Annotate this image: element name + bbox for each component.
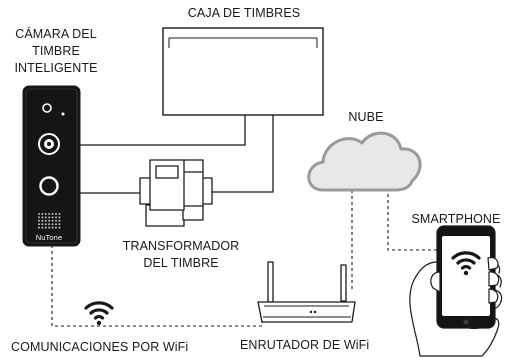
cloud-icon (307, 131, 422, 192)
router-antenna (267, 261, 274, 303)
speaker-hole (51, 223, 54, 226)
speaker-hole (51, 216, 54, 219)
speaker-hole (51, 213, 54, 215)
speaker-hole (55, 216, 57, 219)
wire-camera-to-chime (80, 115, 246, 146)
speaker-hole (55, 226, 57, 229)
speaker-hole (38, 223, 40, 226)
doorbell-button-icon (39, 176, 59, 196)
speaker-hole (41, 213, 44, 215)
speaker-hole (58, 226, 61, 229)
speaker-hole (38, 226, 40, 229)
label-wifi-comms: COMUNICACIONES POR WiFi (11, 340, 188, 354)
camera-lens-icon (38, 133, 60, 155)
speaker-hole (58, 223, 61, 226)
speaker-hole (41, 219, 44, 222)
wifi-router (257, 261, 356, 323)
speaker-hole (48, 219, 51, 222)
speaker-grille-icon (38, 213, 61, 229)
speaker-hole (55, 223, 57, 226)
label-transformer-line2: DEL TIMBRE (143, 256, 218, 270)
speaker-hole (44, 223, 47, 226)
label-router: ENRUTADOR DE WiFi (240, 338, 369, 352)
label-transformer-line1: TRANSFORMADOR (123, 239, 240, 253)
speaker-hole (51, 219, 54, 222)
speaker-hole (38, 213, 40, 215)
router-antenna (340, 264, 347, 302)
speaker-hole (44, 216, 47, 219)
smartphone (436, 225, 496, 329)
speaker-hole (44, 226, 47, 229)
dashed-cloud-to-phone (387, 188, 437, 251)
brand-logo: NuTone (36, 233, 62, 242)
speaker-hole (48, 226, 51, 229)
speaker-hole (44, 219, 47, 222)
speaker-hole (41, 223, 44, 226)
wired-connections (80, 115, 274, 194)
speaker-hole (48, 213, 51, 215)
speaker-hole (38, 219, 40, 222)
speaker-hole (58, 219, 61, 222)
label-camera-line1: CÁMARA DEL (15, 26, 97, 41)
wifi-signal-icon (84, 301, 114, 326)
speaker-hole (38, 216, 40, 219)
doorbell-transformer (139, 159, 213, 227)
sensor-icon (42, 103, 52, 113)
smartphone-in-hand (409, 225, 503, 357)
label-cloud: NUBE (348, 110, 383, 124)
wire-chime-to-transformer (212, 115, 274, 193)
speaker-hole (51, 226, 54, 229)
labels: CÁMARA DEL TIMBRE INTELIGENTE CAJA DE TI… (11, 6, 500, 354)
speaker-hole (48, 216, 51, 219)
label-chime-box: CAJA DE TIMBRES (188, 6, 300, 20)
label-camera-line3: INTELIGENTE (14, 61, 97, 75)
speaker-hole (44, 213, 47, 215)
label-smartphone: SMARTPHONE (412, 212, 501, 226)
speaker-hole (55, 219, 57, 222)
speaker-hole (55, 213, 57, 215)
label-camera-line2: TIMBRE (32, 44, 80, 58)
speaker-hole (58, 216, 61, 219)
doorbell-camera: NuTone (22, 85, 81, 247)
wifi-icon (451, 251, 481, 276)
speaker-hole (48, 223, 51, 226)
speaker-hole (41, 226, 44, 229)
chime-box (162, 27, 324, 116)
status-led-icon (61, 112, 65, 116)
speaker-hole (41, 216, 44, 219)
speaker-hole (58, 213, 61, 215)
